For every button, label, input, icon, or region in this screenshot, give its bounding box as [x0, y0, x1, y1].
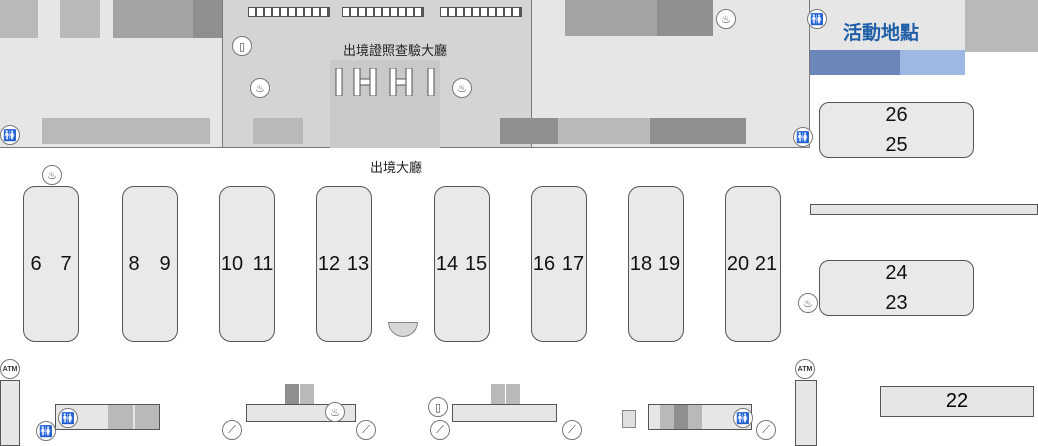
counter-label-12: 12 — [317, 253, 341, 275]
counter-label-24: 24 — [885, 262, 908, 284]
northeast-block — [965, 0, 1038, 52]
passport-hall-label: 出境證照查驗大廳 — [342, 43, 447, 58]
escalator-icon[interactable]: ⟋ — [430, 420, 450, 440]
departure-hall-label: 出境大廳 — [370, 160, 423, 175]
bottom-facility-1-shade-a — [108, 405, 133, 429]
elevator-icon[interactable]: ▯ — [232, 36, 252, 56]
legend-swatch-light — [900, 50, 965, 75]
restroom-icon[interactable]: 🚻 — [58, 408, 78, 428]
passport-gates — [334, 67, 444, 97]
bottom-right-pillar — [795, 380, 817, 446]
restroom-icon[interactable]: 🚻 — [807, 9, 827, 29]
counter-box-26-25[interactable]: 26 25 — [819, 102, 974, 158]
counter-island-18-19[interactable] — [628, 186, 684, 342]
restroom-icon[interactable]: 🚻 — [36, 421, 56, 441]
north-strip-5 — [500, 118, 558, 144]
bottom-facility-4-shade-c — [688, 405, 702, 429]
north-strip-7 — [650, 118, 746, 144]
bottom-left-pillar — [0, 380, 20, 446]
water-fountain-icon[interactable]: ♨ — [325, 402, 345, 422]
counter-box-22[interactable]: 22 — [880, 386, 1034, 417]
counter-island-14-15[interactable] — [434, 186, 490, 342]
bottom-facility-4-shade-a — [660, 405, 674, 429]
legend-title: 活動地點 — [843, 23, 920, 44]
bottom-marker-1b — [300, 384, 314, 404]
top-left-block-1 — [0, 0, 38, 38]
counter-box-24-23[interactable]: 24 23 — [819, 260, 974, 316]
water-fountain-icon[interactable]: ♨ — [798, 293, 818, 313]
half-circle-marker — [388, 322, 418, 337]
bottom-facility-3 — [452, 404, 557, 422]
water-fountain-icon[interactable]: ♨ — [42, 165, 62, 185]
booth-row-center — [342, 7, 424, 17]
atm-icon[interactable]: ATM — [795, 359, 815, 379]
counter-label-9: 9 — [159, 253, 171, 275]
counter-label-23: 23 — [885, 292, 908, 314]
counter-label-15: 15 — [464, 253, 488, 275]
counter-island-20-21[interactable] — [725, 186, 781, 342]
bottom-marker-1a — [285, 384, 299, 404]
restroom-icon[interactable]: 🚻 — [0, 125, 20, 145]
water-fountain-icon[interactable]: ♨ — [250, 78, 270, 98]
counter-label-6: 6 — [30, 253, 42, 275]
passport-hall-inner — [330, 60, 440, 148]
east-divider-bar — [810, 204, 1038, 215]
escalator-icon[interactable]: ⟋ — [222, 420, 242, 440]
north-strip-1 — [42, 118, 90, 144]
escalator-icon[interactable]: ⟋ — [756, 420, 776, 440]
north-strip-3 — [146, 118, 210, 144]
bottom-marker-2b — [506, 384, 520, 404]
counter-label-21: 21 — [754, 253, 778, 275]
bottom-facility-1-shade-b — [135, 405, 159, 429]
bottom-small-shape — [622, 410, 636, 428]
top-left-block-4 — [193, 0, 225, 38]
bottom-facility-4-shade-b — [674, 405, 688, 429]
counter-label-19: 19 — [657, 253, 681, 275]
restroom-icon[interactable]: 🚻 — [793, 127, 813, 147]
counter-island-12-13[interactable] — [316, 186, 372, 342]
bottom-marker-2a — [491, 384, 505, 404]
counter-island-8-9[interactable] — [122, 186, 178, 342]
escalator-icon[interactable]: ⟋ — [356, 420, 376, 440]
booth-row-left — [248, 7, 330, 17]
counter-label-17: 17 — [561, 253, 585, 275]
counter-island-16-17[interactable] — [531, 186, 587, 342]
counter-label-26: 26 — [885, 104, 908, 126]
counter-label-22: 22 — [945, 390, 969, 412]
north-strip-4 — [253, 118, 303, 144]
counter-label-13: 13 — [346, 253, 370, 275]
counter-label-14: 14 — [435, 253, 459, 275]
legend-swatch-dark — [810, 50, 900, 75]
booth-row-right — [440, 7, 522, 17]
counter-label-10: 10 — [220, 253, 244, 275]
north-strip-2 — [90, 118, 146, 144]
water-fountain-icon[interactable]: ♨ — [716, 9, 736, 29]
counter-label-20: 20 — [726, 253, 750, 275]
counter-label-7: 7 — [60, 253, 72, 275]
restroom-icon[interactable]: 🚻 — [733, 408, 753, 428]
escalator-icon[interactable]: ⟋ — [562, 420, 582, 440]
atm-icon[interactable]: ATM — [0, 359, 20, 379]
top-right-block-1 — [565, 0, 657, 36]
top-right-block-2 — [657, 0, 713, 36]
counter-island-10-11[interactable] — [219, 186, 275, 342]
north-strip-6 — [558, 118, 650, 144]
top-left-block-3 — [113, 0, 193, 38]
counter-island-6-7[interactable] — [23, 186, 79, 342]
counter-label-18: 18 — [629, 253, 653, 275]
counter-label-11: 11 — [252, 253, 274, 275]
counter-label-16: 16 — [532, 253, 556, 275]
counter-label-25: 25 — [885, 134, 908, 156]
top-left-block-2 — [60, 0, 100, 38]
counter-label-8: 8 — [128, 253, 140, 275]
water-fountain-icon[interactable]: ♨ — [452, 78, 472, 98]
elevator-icon[interactable]: ▯ — [428, 397, 448, 417]
